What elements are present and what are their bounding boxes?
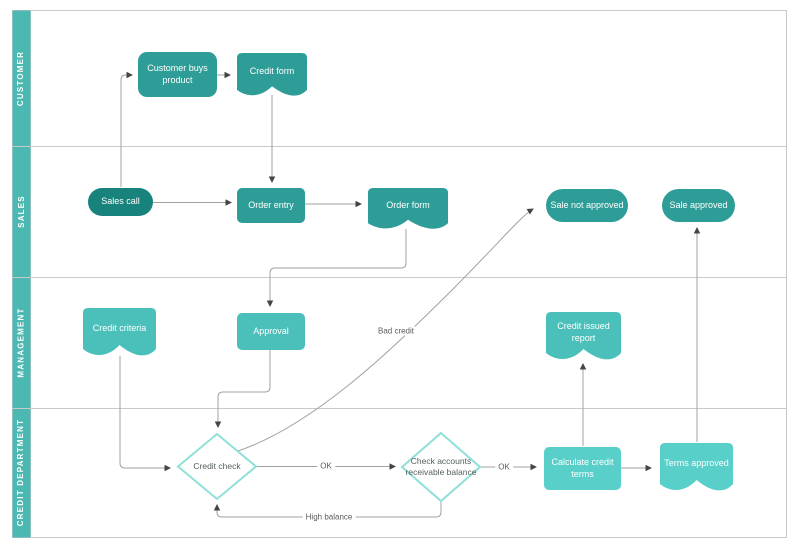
lane-header-customer	[12, 10, 31, 146]
node-check-accounts-shape	[400, 431, 482, 503]
node-terms-approved-shape	[660, 443, 733, 491]
edge-label-ok-2: OK	[495, 462, 513, 472]
node-credit-form-shape	[237, 53, 307, 96]
node-credit-criteria-shape	[83, 308, 156, 356]
edge-sales-call-to-customer-buys	[120, 71, 133, 187]
lane-header-credit-department	[12, 408, 31, 538]
edge-label-ok-1: OK	[317, 461, 335, 471]
node-approval-shape	[237, 313, 305, 350]
node-credit-issued-report-shape	[546, 312, 621, 360]
edge-label-high-balance: High balance	[302, 512, 356, 522]
node-order-entry-shape	[237, 188, 305, 223]
node-sale-approved-shape	[662, 189, 735, 222]
node-sale-not-approved-shape	[546, 189, 628, 222]
edge-label-bad-credit: Bad credit	[374, 326, 418, 336]
node-calculate-credit-terms-shape	[544, 447, 621, 490]
edge-credit-criteria-to-credit-check	[119, 356, 171, 472]
node-credit-check-shape	[176, 432, 258, 501]
node-customer-buys-product-shape	[138, 52, 217, 97]
edge-order-form-to-approval	[266, 229, 407, 307]
edge-bad-credit-curve	[234, 208, 534, 453]
node-order-form-shape	[368, 188, 448, 229]
edge-approval-to-credit-check	[214, 350, 271, 428]
lane-header-management	[12, 277, 31, 408]
lane-header-sales	[12, 146, 31, 277]
node-sales-call-shape	[88, 188, 153, 216]
